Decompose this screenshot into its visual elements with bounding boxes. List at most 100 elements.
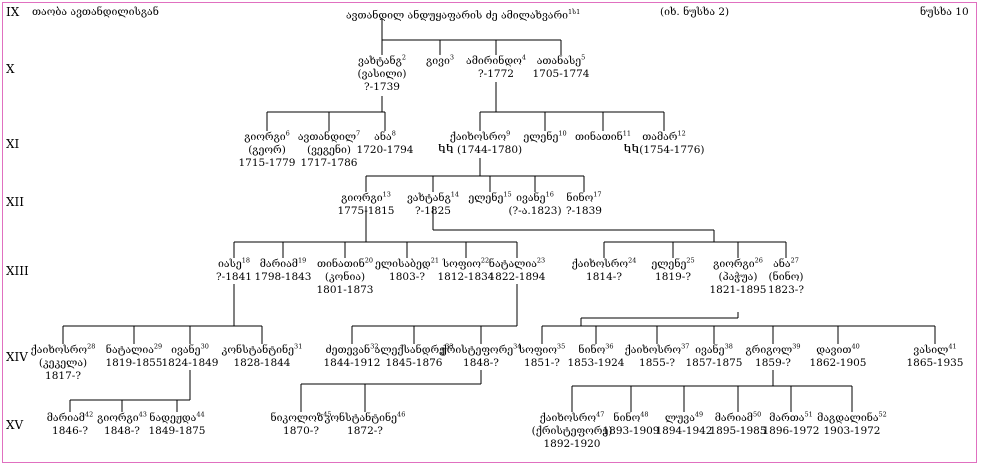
person-name: გიორგი43 [97,411,147,425]
person-name-text: ძეთევან [325,344,371,356]
person-number: 9 [506,129,511,138]
person-detail: 1846-? [52,425,88,437]
person-32: ძეთევან32 1844-1912 [323,342,381,370]
person-detail: 1849-1875 [148,425,206,437]
person-detail: 1828-1844 [233,357,291,369]
person-name: ელენე15 [468,190,512,205]
person-detail: 1895-1985 [709,425,767,437]
person-name: თინათინ11 [574,130,631,144]
person-detail: 1894-1942 [655,425,713,437]
person-name-text: ივანე [516,192,546,204]
person-name-text: გივი [426,55,450,67]
person-detail: 1848-? [104,425,140,437]
person-name: ელენე25 [651,256,695,271]
person-name: იასე18 [216,257,252,271]
person-10: ელენე10 [523,130,566,144]
person-detail: 1720-1794 [356,144,414,156]
person-detail: ႩႩ (1744-1780) [437,144,523,156]
person-number: 24 [628,256,637,265]
person-name-text: ამირინდო [466,55,522,67]
person-4: ამირინდო4?-1772 [466,53,526,81]
person-7: ავთანდილ7(ვეგენი)1717-1786 [297,130,360,170]
person-2: ვახტანგ2(ვასილი)?-1739 [357,54,407,94]
person-number: 38 [724,342,733,351]
person-name: ქაიხოსრო47 [532,410,613,425]
person-name: გიორგი26 [710,257,767,271]
person-name: ამირინდო4 [466,53,526,68]
person-name-text: გიორგი [97,412,139,424]
person-name: ნატალია23 [489,257,546,271]
person-detail: 1872-? [347,425,383,437]
person-number: 15 [503,190,512,199]
person-detail: 1844-1912 [323,357,381,369]
person-detail: 1803-? [389,271,425,283]
person-number: 28 [87,342,96,351]
header-gen-label: IX [6,5,20,19]
person-name-text: კონსტანტინე [324,412,398,424]
person-number: 20 [364,256,374,265]
person-name: ნინო17 [566,191,602,205]
person-detail: ?-1772 [478,68,514,80]
person-name: მარიამ19 [255,256,312,271]
person-name: ივანე30 [162,342,219,357]
person-detail: 1819-? [655,271,691,283]
person-name-text: გიორგი [244,131,286,143]
person-name-text: ალექსანდრე [374,344,446,356]
person-name-text: ავთანდილ [297,131,357,143]
person-name-text: ნინო [578,344,606,356]
person-number: 8 [391,129,396,138]
header-left-caption: თაობა ავთანდილისგან [32,6,159,18]
generation-label-xv: XV [6,418,24,432]
person-number: 19 [297,256,307,265]
header-title-sup: 1ს1 [568,8,581,16]
person-name-text: ქაიხოსრო [30,344,88,356]
person-number: 31 [294,342,303,351]
person-name: მარიამ50 [710,411,767,425]
person-detail: (კონია) [324,271,366,283]
person-detail: 1848-? [463,357,499,369]
person-name-text: თამარ [642,131,678,143]
header-right-caption: ნუსხა 10 [920,6,969,18]
person-name: ქაიხოსრო37 [625,342,690,357]
person-number: 37 [681,342,690,351]
person-name-text: თინათინ [574,131,623,143]
person-detail: (ვასილი) [357,68,407,80]
person-name: ქაიხოსრო28 [30,342,96,357]
header-title: ავთანდილ ანდუყაფარის ძე ამილახვარი1ს1 [346,6,580,23]
person-number: 30 [200,342,209,351]
person-26: გიორგი26(პაჭუა)1821-1895 [710,257,767,297]
person-number: 32 [370,342,379,351]
person-name: ივანე16 [508,191,561,205]
person-number: 12 [677,129,686,138]
person-name-text: ათანასე [536,55,582,67]
person-name-text: ნიკოლოზ [270,412,324,424]
person-number: 33 [445,342,454,351]
person-number: 4 [521,53,526,62]
person-name-text: ნინო [566,192,594,204]
person-detail: ?-1739 [364,81,400,93]
person-name: მარიამ42 [47,411,93,425]
person-name: სოფიო22 [438,257,495,271]
person-detail: 1896-1972 [762,425,820,437]
person-name: გიორგი6 [239,130,296,144]
generation-label-xiii: XIII [6,264,29,278]
person-name-text: ლუვა [664,412,695,424]
person-number: 47 [596,410,605,419]
person-14: ვახტანგ14?-1825 [407,191,459,218]
person-detail: (ვეგენი) [306,144,352,156]
person-number: 25 [686,256,695,265]
person-name-text: დავით [816,344,852,356]
